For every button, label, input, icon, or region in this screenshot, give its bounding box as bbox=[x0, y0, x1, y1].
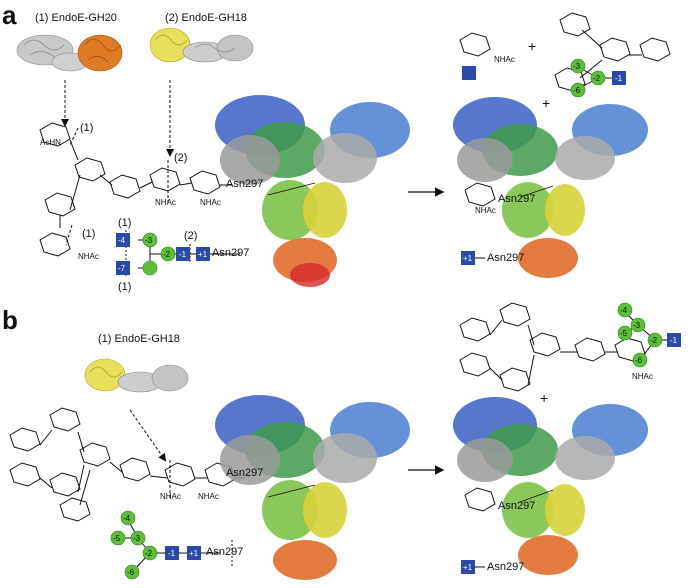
cut-label-1b: (1) bbox=[82, 228, 96, 240]
product-glcnac-square bbox=[462, 66, 476, 80]
schematic-cut-2: (2) bbox=[184, 230, 198, 242]
asn297-label-b: Asn297 bbox=[226, 467, 264, 479]
enzyme-structure-gh20 bbox=[16, 34, 123, 72]
glycan-label-b-6: -6 bbox=[127, 568, 135, 577]
enzyme-structure-gh18 bbox=[149, 27, 254, 63]
glycan-schematic-a bbox=[116, 230, 240, 278]
product-mono-label-a: +1 bbox=[463, 254, 473, 263]
product-monosaccharide-a bbox=[459, 32, 491, 57]
product-mono-label-b: +1 bbox=[463, 563, 473, 572]
enzyme-label-gh18: (2) EndoE-GH18 bbox=[165, 12, 247, 24]
asn297-label-a: Asn297 bbox=[226, 178, 264, 190]
asn297-schematic-b: Asn297 bbox=[206, 546, 244, 558]
glycan-label-a-3: -3 bbox=[145, 236, 153, 245]
antibody-structure-a bbox=[215, 95, 410, 287]
product-glycan-a-3: -3 bbox=[573, 62, 581, 71]
glycan-chemical-structure-a bbox=[39, 122, 232, 257]
enzyme-label-b-gh18: (1) EndoE-GH18 bbox=[98, 333, 180, 345]
product-glycan-b-4: -4 bbox=[620, 306, 628, 315]
product-glcnac-chemical-b bbox=[464, 487, 496, 512]
product-glycan-b-2: -2 bbox=[650, 336, 658, 345]
nhac-label-a2: NHAc bbox=[155, 198, 176, 207]
product-glycan-a-1: -1 bbox=[615, 74, 623, 83]
product-glycan-schematic-b bbox=[617, 302, 681, 368]
glycan-label-b-2: -2 bbox=[145, 549, 153, 558]
product-asn297-b: Asn297 bbox=[498, 500, 536, 512]
nhac-label-a3: NHAc bbox=[200, 198, 221, 207]
product-glycan-b-1: -1 bbox=[670, 336, 678, 345]
product-nhac-a2: NHAc bbox=[475, 206, 496, 215]
nhac-label-b1: NHAc bbox=[160, 492, 181, 501]
product-glycan-b-3: -3 bbox=[633, 321, 641, 330]
nhac-label-a1: NHAc bbox=[78, 252, 99, 261]
glycan-label-b-1: -1 bbox=[168, 549, 176, 558]
glycan-label-a-2: -2 bbox=[163, 250, 171, 259]
product-asn297-mono-a: Asn297 bbox=[487, 252, 525, 264]
product-mono-square-b bbox=[461, 560, 475, 574]
antibody-structure-b bbox=[215, 395, 410, 580]
panel-label-b: b bbox=[2, 305, 18, 335]
enzyme-structure-b-gh18 bbox=[84, 358, 189, 393]
glycan-label-b-3: -3 bbox=[133, 534, 141, 543]
achn-label-a: AcHN bbox=[40, 138, 61, 147]
glycan-label-a-7: -7 bbox=[118, 264, 126, 273]
product-glycan-b-5: -5 bbox=[620, 329, 628, 338]
product-asn297-mono-b: Asn297 bbox=[487, 561, 525, 573]
product-glycan-schematic-a bbox=[570, 58, 626, 98]
product-glycan-chemical-b bbox=[459, 302, 646, 392]
glycan-label-b-4: -4 bbox=[123, 514, 131, 523]
plus-sign-b: + bbox=[540, 390, 549, 406]
glycan-label-a-plus1: +1 bbox=[198, 250, 208, 259]
product-glycan-a-2: -2 bbox=[593, 74, 601, 83]
cut-label-1a: (1) bbox=[80, 122, 94, 134]
glycan-label-b-plus1: +1 bbox=[189, 549, 199, 558]
schematic-cut-1-top: (1) bbox=[118, 217, 132, 229]
glycan-label-a-1: -1 bbox=[179, 250, 187, 259]
antibody-product-a bbox=[453, 97, 648, 278]
product-glycan-chemical-a bbox=[554, 12, 671, 92]
plus-sign-a1: + bbox=[528, 38, 537, 54]
glycan-chemical-structure-b bbox=[9, 407, 245, 522]
antibody-product-b bbox=[453, 397, 648, 575]
nhac-label-b3: NHAc bbox=[632, 372, 653, 381]
glycan-schematic-b bbox=[110, 510, 233, 580]
nhac-label-b2: NHAc bbox=[198, 492, 219, 501]
glycan-label-b-5: -5 bbox=[113, 534, 121, 543]
product-glycan-b-6: -6 bbox=[635, 356, 643, 365]
product-glycan-a-6: -6 bbox=[573, 86, 581, 95]
plus-sign-a2: + bbox=[542, 95, 551, 111]
cut-label-2: (2) bbox=[174, 152, 188, 164]
glycan-label-a-4: -4 bbox=[118, 236, 126, 245]
asn297-schematic-a: Asn297 bbox=[212, 247, 250, 259]
product-glcnac-chemical-a bbox=[464, 182, 496, 207]
enzyme-label-gh20: (1) EndoE-GH20 bbox=[35, 12, 117, 24]
product-nhac-a: NHAc bbox=[494, 55, 515, 64]
product-asn297-a: Asn297 bbox=[498, 193, 536, 205]
panel-label-a: a bbox=[2, 0, 17, 30]
product-mono-square-a bbox=[461, 251, 475, 265]
schematic-cut-1-bottom: (1) bbox=[118, 281, 132, 293]
